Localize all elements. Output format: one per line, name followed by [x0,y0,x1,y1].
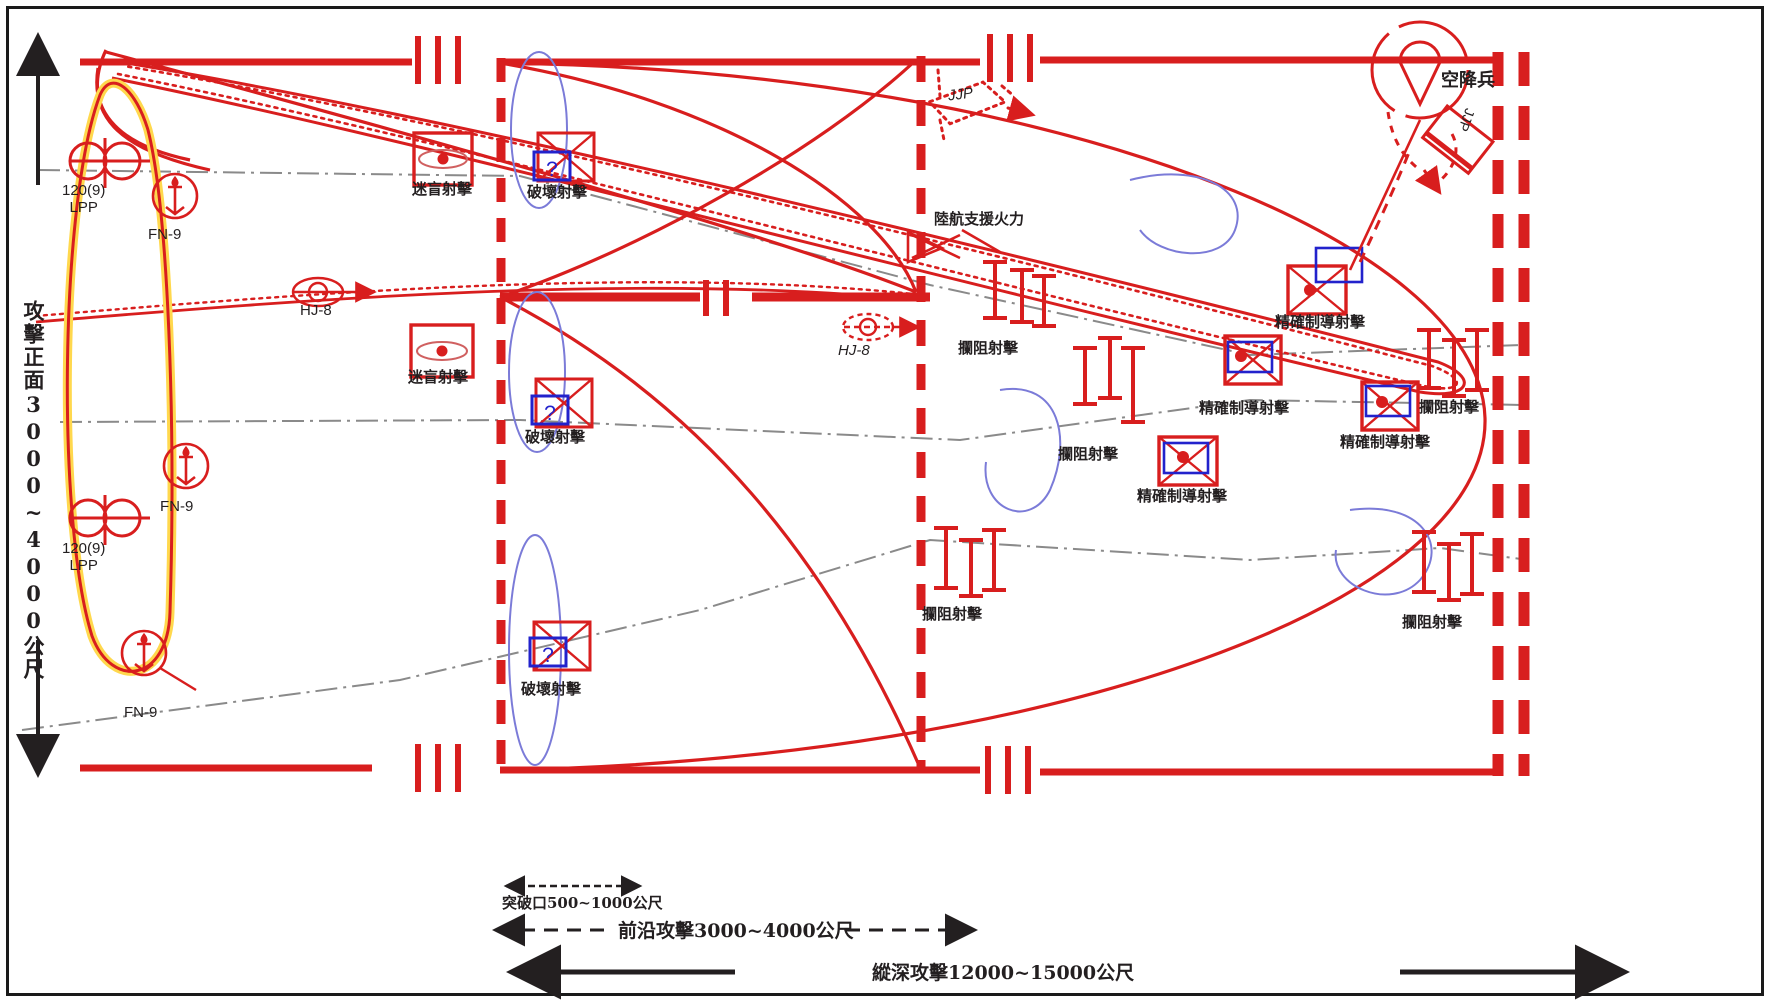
caption-breach-width: 突破口500~1000公尺 [502,894,663,912]
label-interdiction-4: 攔阻射擊 [922,605,983,623]
precision-guided-icon [1360,380,1420,432]
unit-label-fn9-mid: FN-9 [160,498,194,515]
label-interdiction-1: 攔阻射擊 [958,339,1019,357]
label-army-aviation: 陸航支援火力 [934,210,1025,228]
label-precision-3: 精確制導射擊 [1340,433,1431,451]
destruction-icon: ? [530,377,594,429]
label-precision-4: 精確制導射擊 [1137,487,1228,505]
label-destruction-3: 破壞射擊 [521,680,582,698]
mortar-bottom-line2: LPP [69,557,98,575]
left-frontage-label: 攻擊正面3000~4000公尺 [21,300,46,681]
label-destruction-1: 破壞射擊 [527,183,588,201]
unit-label-hj8-center: HJ-8 [838,342,870,359]
label-airborne: 空降兵 [1441,70,1495,91]
label-interdiction-2: 攔阻射擊 [1058,445,1119,463]
label-blinding-fire-1: 迷盲射擊 [412,180,473,198]
interdiction-icon [934,526,1006,598]
eye-icon [412,131,474,187]
label-blinding-fire-2: 迷盲射擊 [408,368,469,386]
precision-guided-icon [1157,435,1219,487]
interdiction-icon [1417,328,1489,398]
label-interdiction-5: 攔阻射擊 [1402,613,1463,631]
missile-icon [162,442,210,490]
precision-guided-icon [1223,334,1283,386]
interdiction-icon [1073,336,1145,424]
missile-icon [120,629,168,677]
unit-label-fn9-top: FN-9 [148,226,182,243]
caption-forward-attack: 前沿攻擊3000~4000公尺 [618,920,854,942]
precision-guided-icon [1286,246,1364,316]
label-interdiction-3: 攔阻射擊 [1419,398,1480,416]
label-jjp-box: JJP [947,84,974,105]
label-precision-2: 精確制導射擊 [1199,399,1290,417]
destruction-icon: ? [528,620,592,672]
svg-text:?: ? [546,158,558,181]
destruction-icon: ? [532,131,596,183]
unit-label-hj8-left: HJ-8 [300,302,332,319]
mortar-bottom-line1: 120(9) [62,540,106,557]
interdiction-icon [983,260,1056,328]
missile-icon [151,172,199,220]
unit-label-mortar-top: 120(9) LPP [62,182,105,217]
unit-label-fn9-bottom: FN-9 [124,704,158,721]
caption-deep-attack: 縱深攻擊12000~15000公尺 [872,962,1135,984]
atgm-icon [841,312,921,342]
mortar-top-line1: 120(9) [62,182,106,199]
eye-icon [409,323,475,379]
atgm-icon [291,276,377,308]
mortar-top-line2: LPP [69,199,98,217]
label-precision-1: 精確制導射擊 [1275,313,1366,331]
mortar-icon [68,138,150,545]
label-destruction-2: 破壞射擊 [525,428,586,446]
unit-label-mortar-bottom: 120(9) LPP [62,540,105,575]
interdiction-icon [1412,530,1484,602]
svg-text:?: ? [542,644,554,667]
svg-text:?: ? [544,402,556,425]
